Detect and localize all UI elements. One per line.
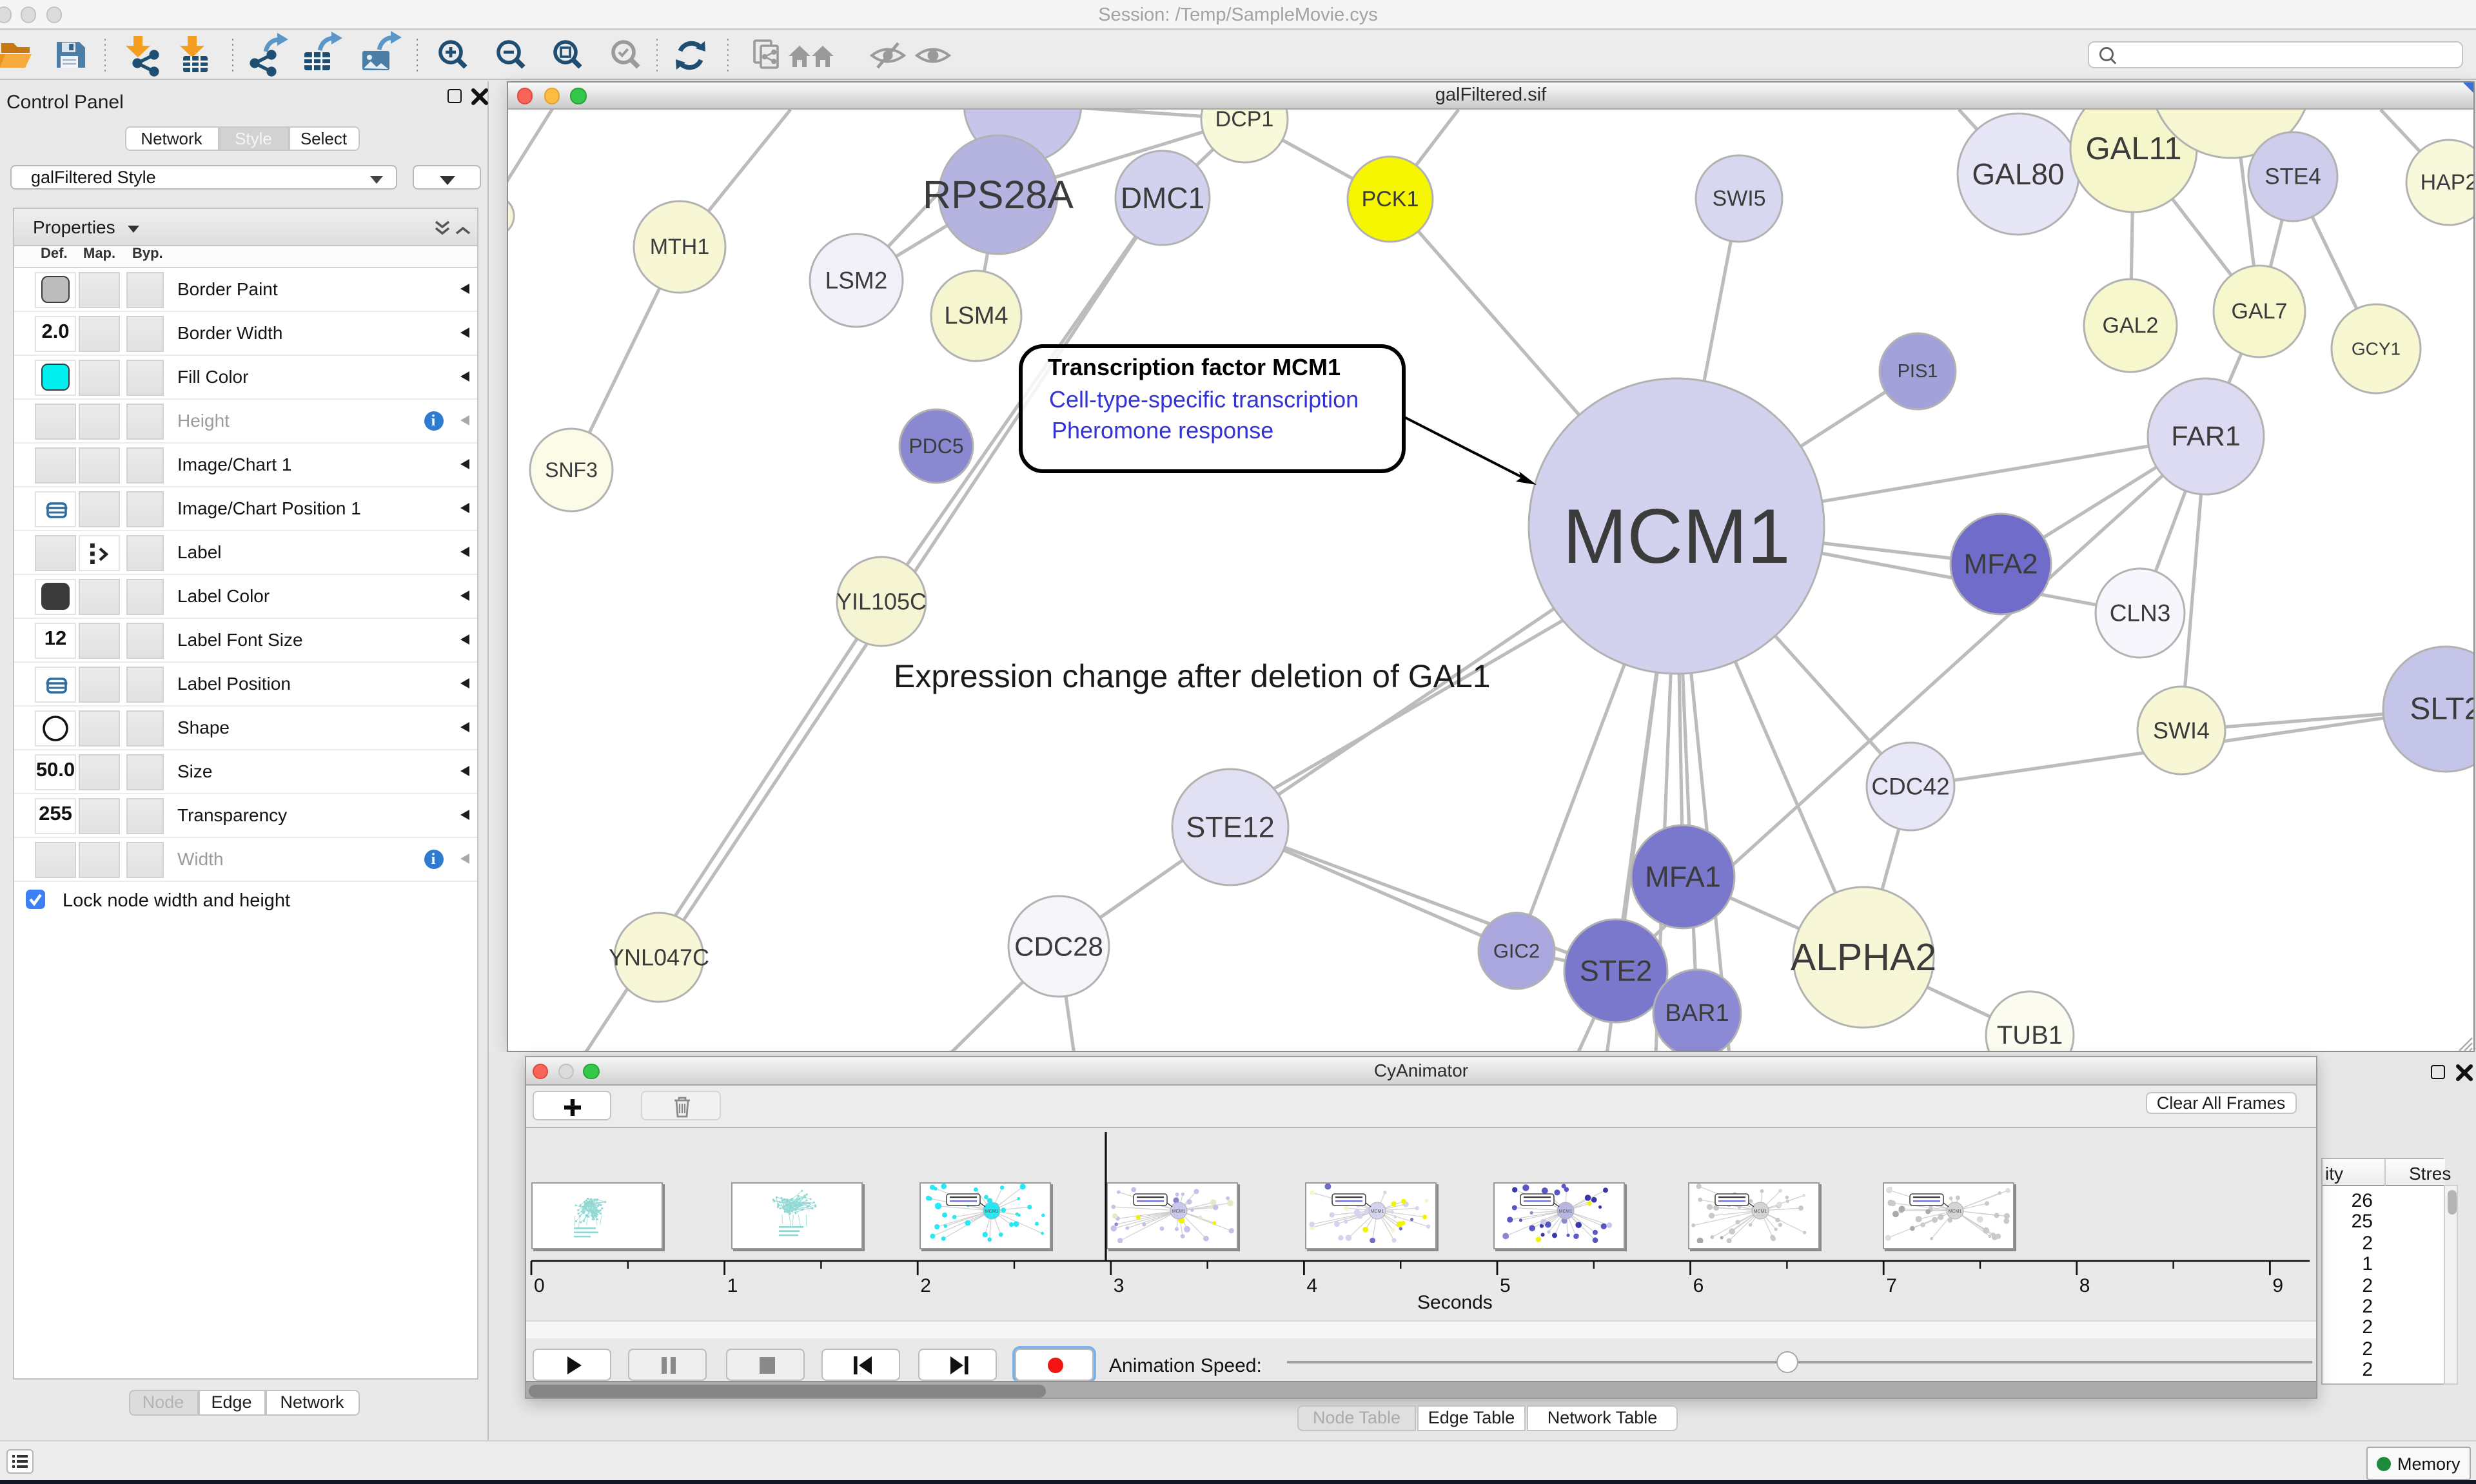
svg-text:8: 8 xyxy=(2079,1275,2090,1296)
svg-text:GAL2: GAL2 xyxy=(2103,313,2159,338)
svg-text:MCM1: MCM1 xyxy=(985,1209,998,1213)
svg-text:STE4: STE4 xyxy=(2265,164,2321,190)
svg-text:GIC2: GIC2 xyxy=(1493,940,1540,962)
svg-text:STE12: STE12 xyxy=(1186,811,1275,844)
svg-text:GAL11: GAL11 xyxy=(2086,132,2182,166)
svg-text:5: 5 xyxy=(1500,1275,1511,1296)
svg-text:Seconds: Seconds xyxy=(1417,1292,1493,1313)
svg-text:MFA2: MFA2 xyxy=(1964,549,2038,580)
svg-text:SWI4: SWI4 xyxy=(2153,718,2210,744)
svg-text:9: 9 xyxy=(2272,1275,2283,1296)
svg-text:RPS28A: RPS28A xyxy=(923,173,1074,217)
svg-text:1: 1 xyxy=(727,1275,738,1296)
svg-text:CDC42: CDC42 xyxy=(1871,774,1949,800)
svg-text:3: 3 xyxy=(1114,1275,1125,1296)
svg-text:MCM1: MCM1 xyxy=(1558,1209,1572,1213)
svg-text:LSM2: LSM2 xyxy=(825,268,888,294)
svg-text:HAP2: HAP2 xyxy=(2421,170,2473,195)
svg-text:STE2: STE2 xyxy=(1580,955,1653,988)
svg-text:PCK1: PCK1 xyxy=(1362,187,1419,211)
svg-text:MCM1: MCM1 xyxy=(1172,1209,1185,1213)
svg-text:4: 4 xyxy=(1306,1275,1317,1296)
svg-text:SWI5: SWI5 xyxy=(1712,186,1765,211)
svg-text:MCM1: MCM1 xyxy=(1754,1209,1767,1213)
svg-text:CLN3: CLN3 xyxy=(2110,600,2171,627)
svg-text:DMC1: DMC1 xyxy=(1121,181,1204,215)
svg-text:ALPHA2: ALPHA2 xyxy=(1791,936,1936,979)
svg-text:SLT2: SLT2 xyxy=(2410,692,2473,727)
svg-text:MCM1: MCM1 xyxy=(1371,1209,1384,1213)
svg-text:YNL047C: YNL047C xyxy=(609,944,709,971)
svg-text:DCP1: DCP1 xyxy=(1215,110,1274,132)
svg-text:MFA1: MFA1 xyxy=(1645,861,1721,893)
svg-text:MCM1: MCM1 xyxy=(1562,493,1790,580)
svg-text:CDC28: CDC28 xyxy=(1014,932,1103,962)
svg-text:Expression change after deleti: Expression change after deletion of GAL1 xyxy=(894,658,1491,694)
svg-text:TUB1: TUB1 xyxy=(1997,1021,2063,1050)
svg-text:BAR1: BAR1 xyxy=(1665,1000,1729,1027)
svg-text:2: 2 xyxy=(920,1275,931,1296)
svg-text:6: 6 xyxy=(1693,1275,1704,1296)
svg-text:LSM4: LSM4 xyxy=(944,302,1008,329)
svg-text:GAL80: GAL80 xyxy=(1972,157,2064,191)
svg-text:YIL105C: YIL105C xyxy=(836,589,927,615)
svg-text:GAL7: GAL7 xyxy=(2232,299,2288,324)
svg-text:MCM1: MCM1 xyxy=(1949,1209,1962,1213)
svg-text:7: 7 xyxy=(1886,1275,1897,1296)
svg-text:FAR1: FAR1 xyxy=(2171,421,2241,452)
svg-text:PIS1: PIS1 xyxy=(1898,361,1938,382)
svg-text:MTH1: MTH1 xyxy=(650,235,710,259)
svg-text:0: 0 xyxy=(534,1275,545,1296)
svg-text:GCY1: GCY1 xyxy=(2352,339,2401,359)
svg-text:PDC5: PDC5 xyxy=(909,434,963,458)
svg-text:SNF3: SNF3 xyxy=(545,458,598,482)
